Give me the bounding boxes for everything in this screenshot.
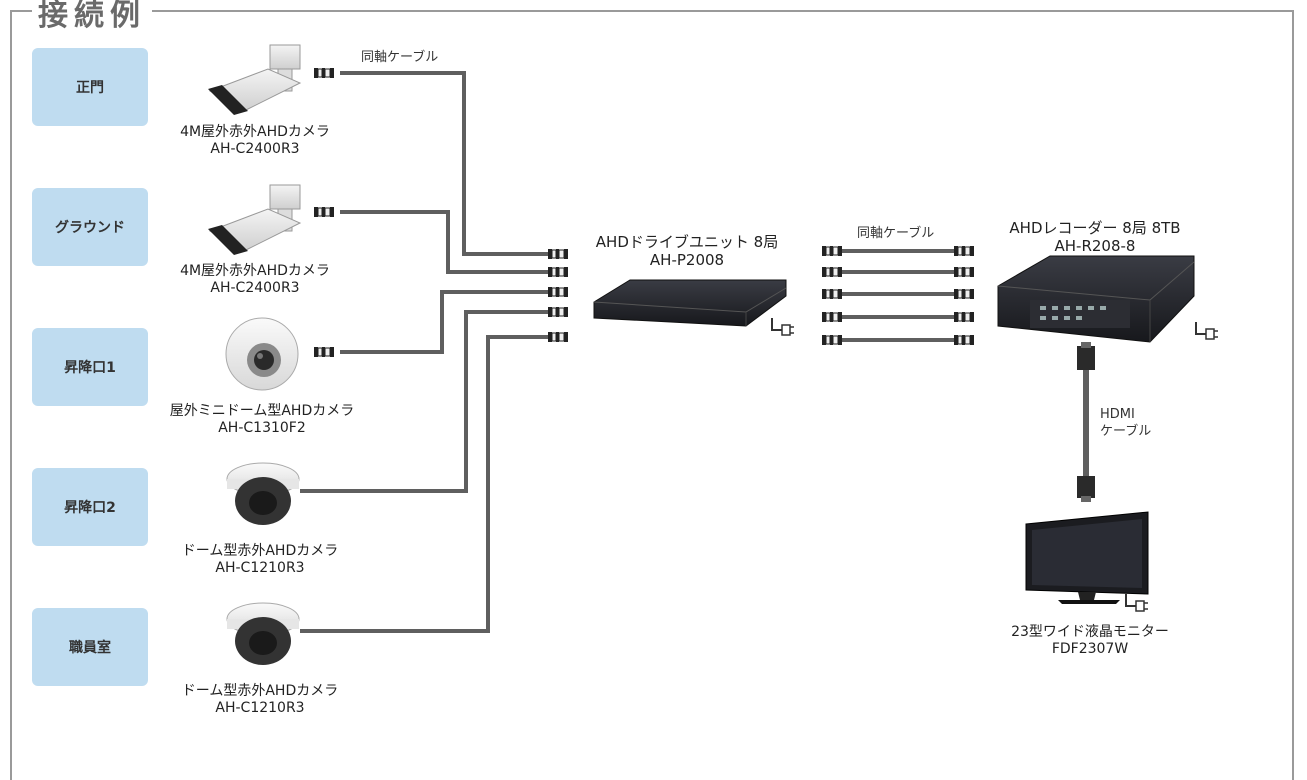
- recorder-name: AHDレコーダー 8局 8TB: [1000, 219, 1190, 237]
- bnc-connector-icon: [822, 267, 842, 277]
- bnc-connector-icon: [822, 312, 842, 322]
- drive-unit-model: AH-P2008: [592, 251, 782, 269]
- camera-name: 4M屋外赤外AHDカメラ: [170, 263, 340, 280]
- bnc-connector-icon: [954, 267, 974, 277]
- bnc-connector-icon: [954, 335, 974, 345]
- coax-cable-label-2: 同軸ケーブル: [857, 222, 934, 241]
- recorder-caption: AHDレコーダー 8局 8TB AH-R208-8: [1000, 219, 1190, 255]
- hdmi-label-line1: HDMI: [1100, 406, 1151, 423]
- power-plug-icon: [1126, 594, 1148, 611]
- monitor-caption: 23型ワイド液晶モニター FDF2307W: [990, 624, 1190, 658]
- bullet-camera-icon: [208, 185, 300, 255]
- cable-camera-3: [340, 292, 548, 352]
- mini-dome-camera-icon: [226, 318, 298, 390]
- bnc-connector-icon: [822, 289, 842, 299]
- cable-camera-2: [340, 212, 548, 272]
- bnc-connector-icon: [954, 246, 974, 256]
- cable-camera-5: [300, 337, 548, 631]
- drive-unit-name: AHDドライブユニット 8局: [592, 233, 782, 251]
- camera-caption-2: 4M屋外赤外AHDカメラ AH-C2400R3: [170, 263, 340, 297]
- dome-camera-icon: [227, 603, 299, 665]
- camera-caption-3: 屋外ミニドーム型AHDカメラ AH-C1310F2: [157, 403, 367, 437]
- bnc-connector-icon: [548, 267, 568, 277]
- bnc-connector-icon: [954, 312, 974, 322]
- camera-name: ドーム型赤外AHDカメラ: [165, 543, 355, 560]
- drive-unit-caption: AHDドライブユニット 8局 AH-P2008: [592, 233, 782, 269]
- bnc-connector-icon: [314, 347, 334, 357]
- bnc-connector-icon: [548, 332, 568, 342]
- hdmi-label-line2: ケーブル: [1100, 423, 1151, 440]
- bnc-connector-icon: [954, 289, 974, 299]
- bnc-connector-icon: [822, 335, 842, 345]
- hdmi-cable-label: HDMI ケーブル: [1100, 406, 1151, 440]
- camera-model: AH-C2400R3: [170, 141, 340, 158]
- camera-model: AH-C1210R3: [165, 700, 355, 717]
- coax-bundle: [842, 251, 954, 340]
- recorder-icon: [998, 256, 1194, 342]
- camera-name: 4M屋外赤外AHDカメラ: [170, 124, 340, 141]
- bnc-connector-icon: [548, 307, 568, 317]
- hdmi-cable: [1077, 342, 1095, 502]
- bnc-connector-icon: [822, 246, 842, 256]
- bnc-connector-icon: [314, 207, 334, 217]
- bnc-connector-icon: [548, 287, 568, 297]
- camera-caption-4: ドーム型赤外AHDカメラ AH-C1210R3: [165, 543, 355, 577]
- coax-cable-label-1: 同軸ケーブル: [361, 46, 438, 65]
- camera-caption-1: 4M屋外赤外AHDカメラ AH-C2400R3: [170, 124, 340, 158]
- monitor-icon: [1026, 512, 1148, 604]
- camera-name: 屋外ミニドーム型AHDカメラ: [157, 403, 367, 420]
- power-plug-icon: [772, 318, 794, 335]
- camera-caption-5: ドーム型赤外AHDカメラ AH-C1210R3: [165, 683, 355, 717]
- cable-camera-1: [340, 73, 548, 254]
- bnc-connector-icon: [548, 249, 568, 259]
- bnc-connector-icon: [314, 68, 334, 78]
- monitor-model: FDF2307W: [990, 641, 1190, 658]
- camera-model: AH-C1210R3: [165, 560, 355, 577]
- drive-unit-icon: [594, 280, 786, 326]
- power-plug-icon: [1196, 322, 1218, 339]
- camera-model: AH-C2400R3: [170, 280, 340, 297]
- camera-name: ドーム型赤外AHDカメラ: [165, 683, 355, 700]
- recorder-model: AH-R208-8: [1000, 237, 1190, 255]
- dome-camera-icon: [227, 463, 299, 525]
- bullet-camera-icon: [208, 45, 300, 115]
- camera-model: AH-C1310F2: [157, 420, 367, 437]
- monitor-name: 23型ワイド液晶モニター: [990, 624, 1190, 641]
